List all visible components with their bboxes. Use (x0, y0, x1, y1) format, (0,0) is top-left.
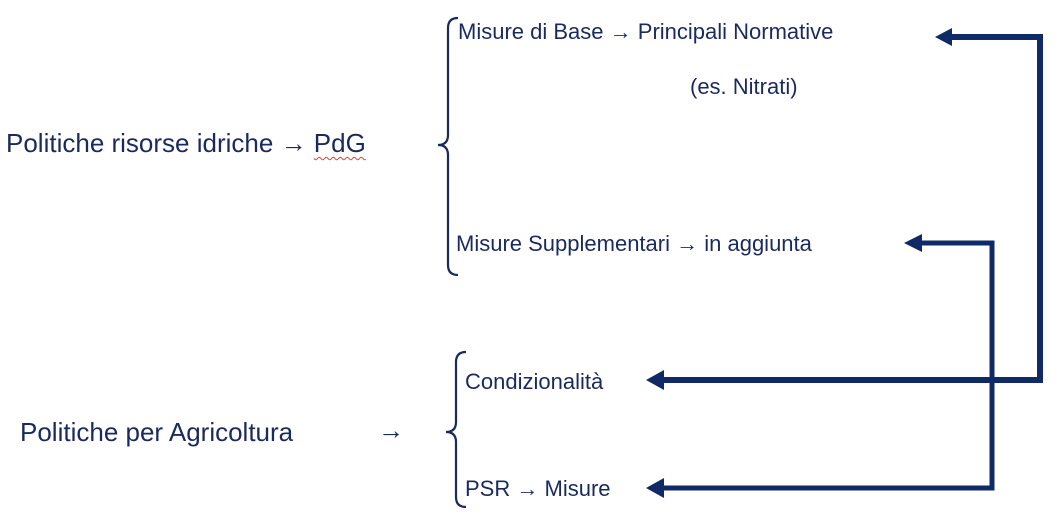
arrow-right-icon: → (676, 231, 699, 256)
connector-conditionality-to-base (658, 34, 1043, 383)
base-measures-row: Misure di Base → Principali Normative (458, 21, 833, 43)
water-branch-bracket (437, 16, 459, 277)
base-measures-target: Principali Normative (637, 19, 834, 44)
arrow-right-icon: → (280, 128, 307, 158)
supplementary-measures-label: Misure Supplementari (456, 231, 670, 256)
agri-branch-bracket (445, 350, 467, 509)
arrowhead-supplementary (904, 234, 922, 252)
supplementary-measures-target: in aggiunta (704, 231, 812, 256)
agri-policy-label: Politiche per Agricoltura (20, 417, 294, 447)
agri-policy-arrow-icon: → (378, 415, 404, 445)
arrowhead-psr-measures (646, 478, 664, 498)
connector-psr-to-supplementary (658, 240, 995, 491)
pdg-label: PdG (313, 128, 366, 158)
arrowhead-conditionality (646, 370, 664, 390)
psr-measures-label: Misure (544, 476, 611, 501)
agri-policy-row: Politiche per Agricoltura (20, 419, 293, 445)
psr-row: PSR → Misure (465, 478, 611, 500)
base-measures-label: Misure di Base (458, 19, 604, 44)
arrow-right-icon: → (609, 19, 632, 44)
water-policy-label: Politiche risorse idriche (6, 128, 274, 158)
base-measures-example: (es. Nitrati) (690, 74, 798, 99)
supplementary-measures-row: Misure Supplementari → in aggiunta (456, 233, 812, 255)
arrowhead-base-measures (935, 28, 952, 46)
psr-label: PSR (465, 476, 511, 501)
water-policy-row: Politiche risorse idriche → PdG (6, 130, 366, 156)
arrow-right-icon: → (516, 476, 539, 501)
conditionality-label: Condizionalità (465, 369, 604, 394)
